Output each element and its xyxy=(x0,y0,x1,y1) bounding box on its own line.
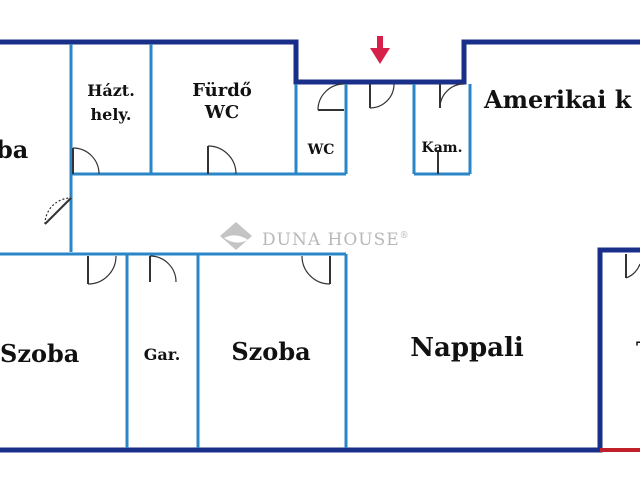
door-icon xyxy=(87,255,117,285)
room-label-szoba-middle: Szoba xyxy=(231,337,310,366)
room-label-gardrob: Gar. xyxy=(144,345,181,364)
outer-walls xyxy=(0,39,640,453)
room-label-furdo-line2: WC xyxy=(204,102,240,123)
door-icon xyxy=(149,255,177,283)
room-label-kamra: Kam. xyxy=(422,140,463,156)
door-icon xyxy=(369,83,395,109)
room-label-terasz: T xyxy=(636,338,640,364)
door-icon xyxy=(301,255,331,285)
door-icon xyxy=(72,147,100,175)
door-icon xyxy=(207,145,237,175)
inner-walls xyxy=(0,44,472,448)
door-icon xyxy=(625,254,640,279)
watermark-registered-mark: ® xyxy=(400,231,410,241)
svg-text:DUNA HOUSE®: DUNA HOUSE® xyxy=(262,230,410,250)
room-label-szoba-left-bottom: Szoba xyxy=(0,339,79,368)
room-label-haztartasi-line2: hely. xyxy=(91,105,132,124)
room-label-furdo-line1: Fürdő xyxy=(192,80,252,101)
door-icon xyxy=(439,83,465,109)
room-label-nappali: Nappali xyxy=(410,333,524,363)
room-label-haztartasi-line1: Házt. xyxy=(87,81,135,100)
room-label-amerikai: Amerikai k xyxy=(483,85,633,114)
watermark: DUNA HOUSE® xyxy=(220,222,410,250)
watermark-text: DUNA HOUSE xyxy=(262,230,400,250)
door-icon xyxy=(44,197,72,225)
room-label-szoba-left-top: ba xyxy=(0,135,28,164)
room-labels: ba Házt. hely. Fürdő WC WC Kam. Amerikai… xyxy=(0,80,640,368)
arrow-down-icon xyxy=(370,36,390,64)
doors xyxy=(44,83,640,285)
door-icon xyxy=(317,83,345,111)
room-label-wc: WC xyxy=(307,142,335,158)
